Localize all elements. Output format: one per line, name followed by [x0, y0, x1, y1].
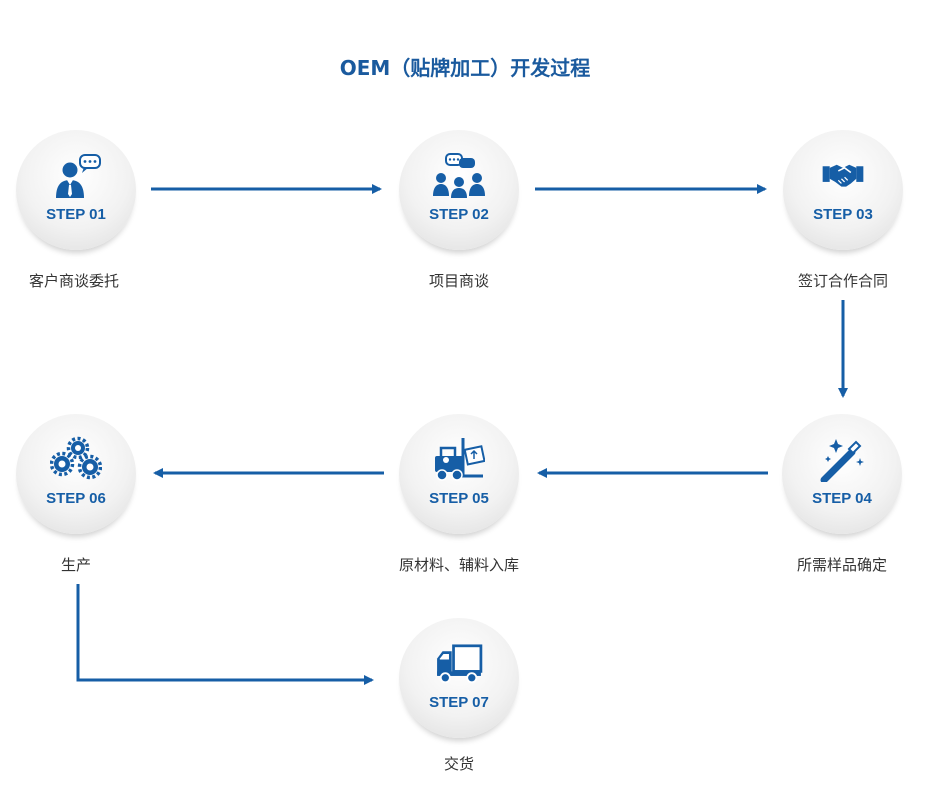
step-04-caption: 所需样品确定	[796, 556, 887, 574]
step-06: STEP 06	[16, 414, 136, 534]
step-label: STEP 01	[46, 206, 106, 223]
step-06-caption: 生产	[60, 556, 91, 574]
page-title: OEM（贴牌加工）开发过程	[339, 56, 591, 80]
step-05-caption: 原材料、辅料入库	[398, 556, 519, 574]
step-01: STEP 01	[16, 130, 136, 250]
step-03: STEP 03	[783, 130, 903, 250]
truck-icon	[437, 644, 483, 684]
step-02-caption: 项目商谈	[428, 272, 489, 290]
step-circle	[16, 414, 136, 534]
group-discussion-icon	[433, 153, 485, 198]
step-label: STEP 02	[429, 206, 489, 223]
gears-icon	[50, 436, 102, 480]
step-circle	[783, 130, 903, 250]
step-label: STEP 03	[813, 206, 873, 223]
step-03-caption: 签订合作合同	[797, 272, 888, 290]
step-05: STEP 05	[399, 414, 519, 534]
magic-wand-icon	[820, 439, 864, 482]
step-01-caption: 客户商谈委托	[28, 272, 119, 290]
step-04: STEP 04	[782, 414, 902, 534]
step-label: STEP 06	[46, 490, 106, 507]
forklift-icon	[435, 438, 485, 481]
arrow-step6-to-step7	[76, 584, 374, 685]
step-07: STEP 07	[399, 618, 519, 738]
customer-chat-icon	[56, 154, 101, 198]
handshake-icon	[822, 164, 864, 187]
step-02: STEP 02	[399, 130, 519, 250]
step-circle	[399, 618, 519, 738]
step-label: STEP 04	[812, 490, 872, 507]
step-07-caption: 交货	[443, 755, 474, 773]
step-label: STEP 07	[429, 694, 489, 711]
step-label: STEP 05	[429, 490, 489, 507]
step-circle	[782, 414, 902, 534]
